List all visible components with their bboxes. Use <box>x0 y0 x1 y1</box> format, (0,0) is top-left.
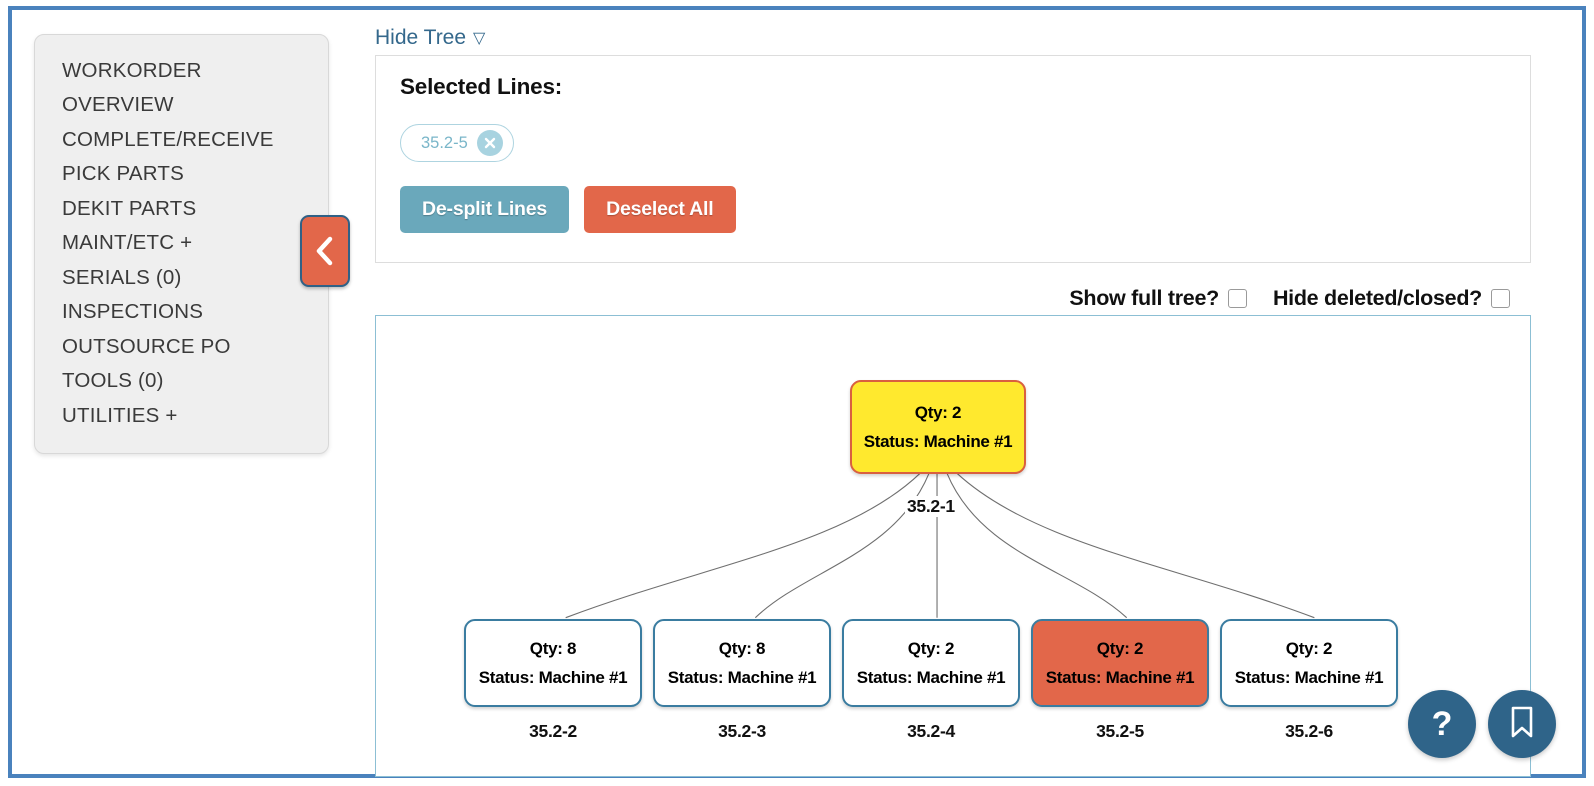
tree-node-caption-35-2-3: 35.2-3 <box>718 721 766 741</box>
sidebar-item-utilities[interactable]: UTILITIES + <box>62 403 178 427</box>
app-window: WORKORDER OVERVIEW COMPLETE/RECEIVE PICK… <box>8 6 1586 778</box>
hide-deleted-closed-checkbox[interactable] <box>1491 289 1510 308</box>
node-status: Status: Machine #1 <box>863 431 1013 451</box>
tree-node-caption-35-2-6: 35.2-6 <box>1285 721 1333 741</box>
tree-node-35-2-6[interactable]: Qty: 2 Status: Machine #1 <box>1220 619 1398 707</box>
help-button[interactable]: ? <box>1408 690 1476 758</box>
de-split-lines-button[interactable]: De-split Lines <box>400 186 570 233</box>
tree-options-row: Show full tree? Hide deleted/closed? <box>1069 286 1510 311</box>
selected-lines-title: Selected Lines: <box>400 74 563 99</box>
node-status: Status: Machine #1 <box>1234 667 1384 687</box>
sidebar-collapse-button[interactable] <box>300 215 350 287</box>
node-qty: Qty: 2 <box>1285 638 1333 658</box>
node-status: Status: Machine #1 <box>667 667 817 687</box>
node-qty: Qty: 8 <box>718 638 766 658</box>
tree-node-caption-35-2-2: 35.2-2 <box>529 721 577 741</box>
deselect-all-button[interactable]: Deselect All <box>584 186 736 233</box>
node-status: Status: Machine #1 <box>856 667 1006 687</box>
close-circle-icon[interactable] <box>476 130 503 156</box>
chevron-left-icon <box>313 233 337 269</box>
hide-deleted-closed-option[interactable]: Hide deleted/closed? <box>1273 286 1510 311</box>
tree-node-35-2-4[interactable]: Qty: 2 Status: Machine #1 <box>842 619 1020 707</box>
sidebar-item-outsource-po[interactable]: OUTSOURCE PO <box>62 334 231 358</box>
bookmark-button[interactable] <box>1488 690 1556 758</box>
sidebar-item-inspections[interactable]: INSPECTIONS <box>62 300 204 324</box>
hide-tree-toggle[interactable]: Hide Tree ▽ <box>375 26 485 50</box>
selected-lines-chip-list: 35.2-5 <box>400 124 1506 162</box>
show-full-tree-checkbox[interactable] <box>1227 289 1247 308</box>
tree-node-35-2-3[interactable]: Qty: 8 Status: Machine #1 <box>653 619 831 707</box>
question-mark-icon: ? <box>1431 705 1453 743</box>
tree-node-35-2-5[interactable]: Qty: 2 Status: Machine #1 <box>1031 619 1209 707</box>
hide-deleted-closed-label: Hide deleted/closed? <box>1272 286 1482 310</box>
node-qty: Qty: 2 <box>907 638 955 658</box>
tree-node-caption-35-2-4: 35.2-4 <box>907 721 955 741</box>
sidebar-item-serials[interactable]: SERIALS (0) <box>62 265 182 289</box>
node-qty: Qty: 2 <box>1096 638 1144 658</box>
tree-node-caption-35-2-5: 35.2-5 <box>1096 721 1144 741</box>
node-status: Status: Machine #1 <box>478 667 628 687</box>
tree-node-root[interactable]: Qty: 2 Status: Machine #1 <box>850 380 1026 474</box>
chip-label: 35.2-5 <box>421 133 468 152</box>
sidebar-item-pick-parts[interactable]: PICK PARTS <box>62 162 184 186</box>
show-full-tree-option[interactable]: Show full tree? <box>1069 286 1247 311</box>
node-status: Status: Machine #1 <box>1045 667 1195 687</box>
tree-node-35-2-2[interactable]: Qty: 8 Status: Machine #1 <box>464 619 642 707</box>
selected-line-chip[interactable]: 35.2-5 <box>400 124 514 162</box>
sidebar-item-complete-receive[interactable]: COMPLETE/RECEIVE <box>62 127 274 151</box>
node-qty: Qty: 2 <box>914 402 962 422</box>
sidebar-nav: WORKORDER OVERVIEW COMPLETE/RECEIVE PICK… <box>34 34 329 454</box>
sidebar-item-dekit-parts[interactable]: DEKIT PARTS <box>62 196 197 220</box>
sidebar-item-tools[interactable]: TOOLS (0) <box>62 369 164 393</box>
selected-lines-actions: De-split Lines Deselect All <box>400 186 1506 233</box>
bookmark-icon <box>1508 705 1536 744</box>
line-tree-diagram: Qty: 2 Status: Machine #1 35.2-1 Qty: 8 … <box>375 315 1531 777</box>
sidebar-item-overview[interactable]: OVERVIEW <box>62 93 174 117</box>
sidebar-item-maint-etc[interactable]: MAINT/ETC + <box>62 231 193 255</box>
sidebar-item-workorder[interactable]: WORKORDER <box>62 58 202 82</box>
selected-lines-panel: Selected Lines: 35.2-5 De-split Lines De… <box>375 55 1531 263</box>
hide-tree-label: Hide Tree <box>375 26 467 49</box>
chevron-down-icon: ▽ <box>473 30 486 47</box>
tree-node-root-caption: 35.2-1 <box>905 496 957 517</box>
show-full-tree-label: Show full tree? <box>1069 286 1219 310</box>
node-qty: Qty: 8 <box>529 638 577 658</box>
